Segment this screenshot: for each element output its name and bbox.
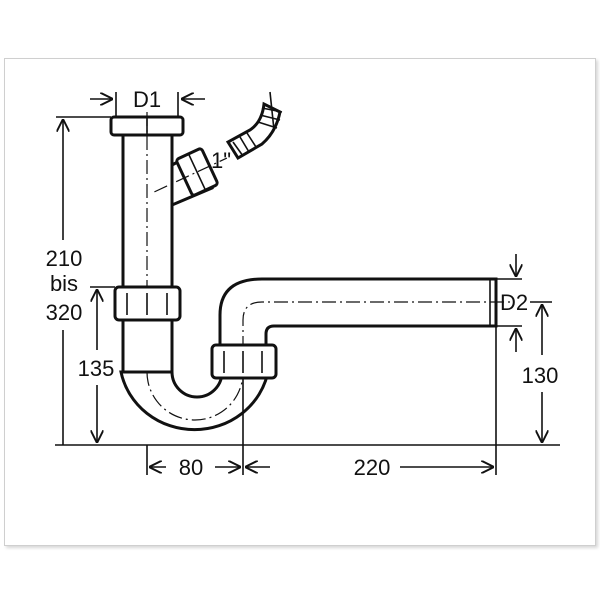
outlet-nut	[210, 343, 278, 380]
inlet-nut	[113, 285, 182, 322]
u-bend	[119, 370, 270, 432]
hose-connector	[225, 91, 283, 161]
height-label-210: 210	[46, 246, 83, 271]
trap-width-label: 80	[179, 455, 203, 480]
dimension-lines	[55, 92, 560, 475]
height-label-320: 320	[46, 300, 83, 325]
branch-size-label: 1"	[211, 148, 231, 173]
outlet-height-label: 130	[522, 363, 559, 388]
d1-label: D1	[133, 87, 161, 112]
trap-height-label: 135	[78, 356, 115, 381]
outlet-pipe	[218, 277, 510, 352]
height-label-bis: bis	[50, 271, 78, 296]
d2-label: D2	[500, 290, 528, 315]
branch-nut	[154, 147, 228, 197]
outlet-length-label: 220	[354, 455, 391, 480]
